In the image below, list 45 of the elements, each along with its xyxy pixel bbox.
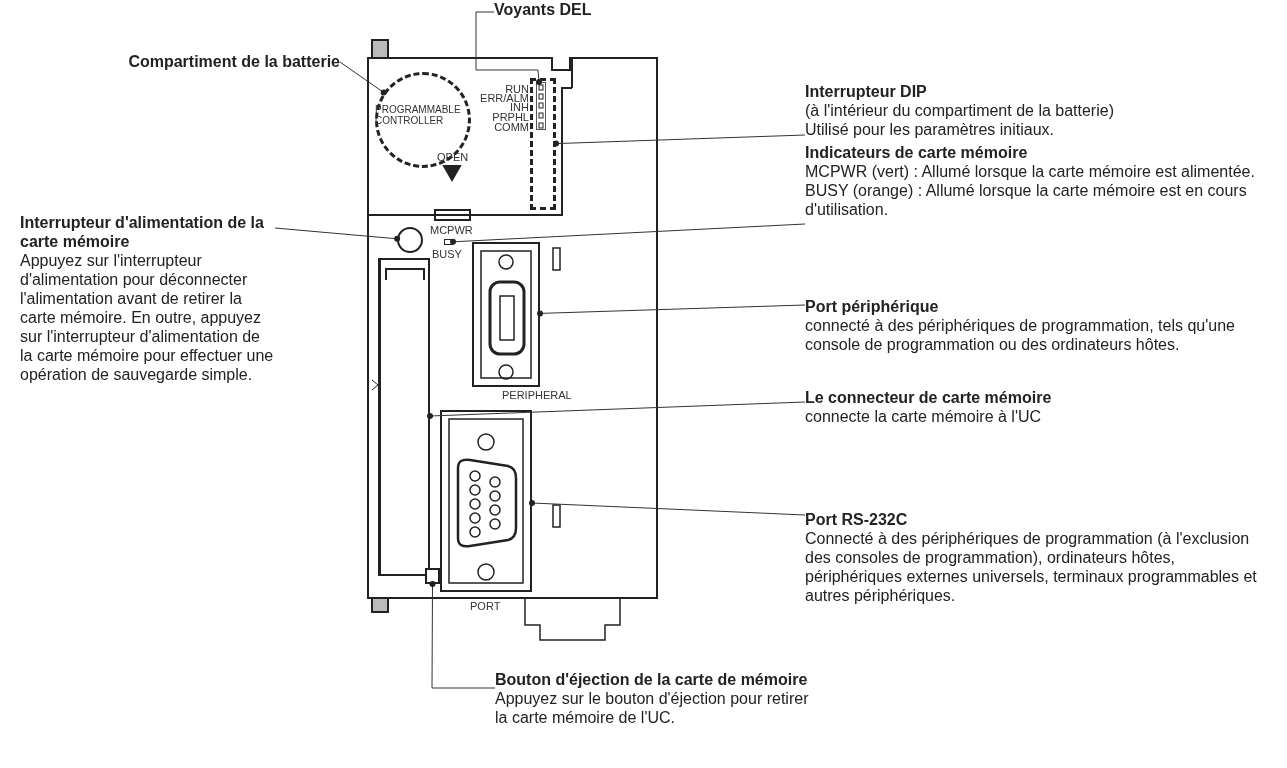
callout-description: (à l'intérieur du compartiment de la batterie) (805, 101, 1115, 120)
callout-heading: Interrupteur DIP (805, 82, 928, 101)
callout-description: MCPWR (vert) : Allumé lorsque la carte mémoire est alimentée. (805, 162, 1256, 181)
unit-caption: PROGRAMMABLE CONTROLLER (375, 104, 461, 126)
leader-line (553, 134, 806, 147)
callout-description: BUSY (orange) : Allumé lorsque la carte mémoire est en cours d'utilisation. (805, 181, 1248, 219)
port-label: PORT (470, 601, 501, 612)
peripheral-port (472, 242, 540, 387)
callout-heading: Compartiment de la batterie (127, 52, 340, 71)
leader-line (537, 304, 806, 317)
callout-heading: Interrupteur d'alimentation de la carte mémoire (20, 213, 265, 251)
card-connector-slot (378, 258, 430, 576)
indicator-label: BUSY (432, 249, 462, 260)
leader-line (427, 401, 806, 419)
open-label: OPEN (437, 152, 469, 163)
leader-line (339, 61, 387, 96)
port-label: PERIPHERAL (502, 390, 572, 401)
indicator-label: PRPHL (492, 112, 529, 123)
callout-description: Connecté à des périphériques de programmation (à l'exclusion des consoles de programmation), ordinateurs hôtes, périphériques externes universels, terminaux programmables et autres périphériques. (805, 529, 1258, 605)
dip-switch (530, 78, 556, 210)
callout-description: connecté à des périphériques de programmation, tels qu'une console de programmation ou des ordinateurs hôtes. (805, 316, 1236, 354)
leader-line (450, 223, 806, 245)
indicator-led (444, 239, 453, 245)
indicator-label: MCPWR (430, 225, 473, 236)
callout-description: Appuyez sur l'interrupteur d'alimentation pour déconnecter l'alimentation avant de retirer la carte mémoire. En outre, appuyez sur l'interrupteur d'alimentation de la carte mémoire pour effectuer une opération de sauvegarde simple. (20, 251, 275, 384)
power-switch (397, 227, 423, 253)
leader-line (529, 500, 806, 516)
callout-description: Appuyez sur le bouton d'éjection pour retirer la carte mémoire de l'UC. (495, 689, 810, 727)
indicator-label: ERR/ALM (480, 93, 529, 104)
callout-description: Utilisé pour les paramètres initiaux. (805, 120, 1055, 139)
led-indicator-strip (536, 82, 546, 130)
callout-heading: Indicateurs de carte mémoire (805, 143, 1029, 162)
eject-button (425, 568, 440, 584)
callout-heading: Bouton d'éjection de la carte de mémoire (495, 670, 809, 689)
callout-heading: Le connecteur de carte mémoire (805, 388, 1053, 407)
callout-heading: Port périphérique (805, 297, 940, 316)
leader-line (274, 227, 401, 242)
indicator-label: COMM (494, 122, 529, 133)
leader-line (475, 11, 542, 85)
callout-heading: Voyants DEL (494, 0, 593, 19)
leader-line (429, 581, 496, 689)
callout-description: connecte la carte mémoire à l'UC (805, 407, 1043, 426)
rs232c-port (440, 410, 532, 592)
callout-heading: Port RS-232C (805, 510, 909, 529)
battery-compartment (375, 72, 471, 168)
